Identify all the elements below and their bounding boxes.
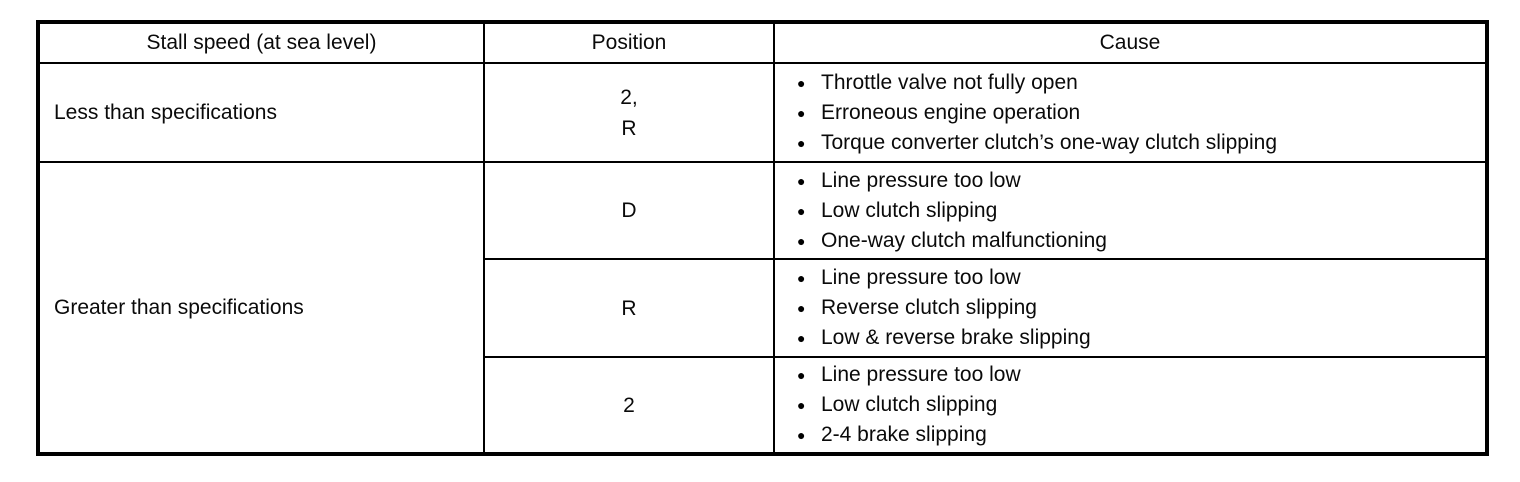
col-header-cause: Cause (773, 21, 1488, 64)
cause-list: ● Line pressure too low ● Reverse clutch… (797, 263, 1485, 353)
cause-text: Line pressure too low (821, 266, 1021, 289)
cause-list: ● Throttle valve not fully open ● Errone… (797, 68, 1485, 158)
cause-cell: ● Line pressure too low ● Low clutch sli… (773, 356, 1488, 455)
bullet-icon: ● (797, 330, 806, 346)
cause-text: Torque converter clutch’s one-way clutch… (821, 130, 1278, 154)
cause-item: ● Line pressure too low (797, 166, 1485, 196)
table-row-greater-than-d: Greater than specifications D ● Line pre… (37, 161, 1488, 455)
bullet-icon: ● (797, 232, 806, 249)
cause-item: ● Low clutch slipping (797, 390, 1485, 420)
col-header-position: Position (483, 21, 775, 64)
cause-item: ● Line pressure too low (797, 263, 1485, 293)
bullet-icon: ● (797, 300, 806, 316)
bullet-icon: ● (797, 367, 806, 383)
col-header-stall-speed: Stall speed (at sea level) (37, 21, 485, 64)
table-row-greater-than-2: 2 ● Line pressure too low ● Low clutch s… (38, 356, 1488, 455)
cause-cell: ● Line pressure too low ● Reverse clutch… (773, 258, 1488, 358)
position-line: R (621, 116, 637, 140)
bullet-icon: ● (797, 270, 806, 286)
position-line: 2, (620, 85, 638, 109)
position-cell: 2 (483, 356, 775, 455)
cause-cell: ● Throttle valve not fully open ● Errone… (773, 62, 1488, 163)
cause-list: ● Line pressure too low ● Low clutch sli… (797, 166, 1485, 256)
position-cell: 2, R (483, 62, 775, 163)
cause-text: Throttle valve not fully open (821, 70, 1078, 94)
bullet-icon: ● (797, 202, 806, 219)
cause-item: ● Erroneous engine operation (797, 98, 1485, 128)
cause-cell: ● Line pressure too low ● Low clutch sli… (773, 161, 1488, 260)
stall-speed-cell: Greater than specifications (37, 161, 485, 455)
cause-text: One-way clutch malfunctioning (821, 228, 1107, 252)
cause-text: Low & reverse brake slipping (821, 326, 1091, 349)
cause-text: Line pressure too low (821, 168, 1021, 192)
cause-item: ● One-way clutch malfunctioning (797, 226, 1485, 256)
bullet-icon: ● (797, 134, 806, 151)
cause-item: ● Low & reverse brake slipping (797, 323, 1485, 353)
cause-item: ● Line pressure too low (797, 360, 1485, 390)
cause-list: ● Line pressure too low ● Low clutch sli… (797, 360, 1485, 450)
cause-item: ● 2-4 brake slipping (797, 420, 1485, 450)
header-row: Stall speed (at sea level) Position Caus… (37, 21, 1488, 64)
cause-item: ● Torque converter clutch’s one-way clut… (797, 128, 1485, 158)
cause-item: ● Reverse clutch slipping (797, 293, 1485, 323)
cause-item: ● Throttle valve not fully open (797, 68, 1485, 98)
bullet-icon: ● (797, 172, 806, 189)
stall-speed-diagnosis-table: Stall speed (at sea level) Position Caus… (36, 20, 1489, 456)
cause-text: Line pressure too low (821, 363, 1021, 386)
stall-speed-cell: Less than specifications (37, 62, 485, 163)
table-row-less-than: Less than specifications 2, R ● Throttle… (37, 62, 1488, 163)
bullet-icon: ● (797, 397, 806, 413)
bullet-icon: ● (797, 74, 806, 91)
position-cell: D (483, 161, 775, 260)
cause-item: ● Low clutch slipping (797, 196, 1485, 226)
cause-text: 2-4 brake slipping (821, 423, 987, 446)
cause-text: Low clutch slipping (821, 198, 998, 222)
cause-text: Low clutch slipping (821, 393, 998, 416)
cause-text: Reverse clutch slipping (821, 296, 1037, 319)
position-cell: R (483, 258, 775, 358)
bullet-icon: ● (797, 104, 806, 121)
table-row-greater-than-r: R ● Line pressure too low ● Reverse clut… (38, 258, 1488, 358)
cause-text: Erroneous engine operation (821, 100, 1081, 124)
bullet-icon: ● (797, 427, 806, 443)
